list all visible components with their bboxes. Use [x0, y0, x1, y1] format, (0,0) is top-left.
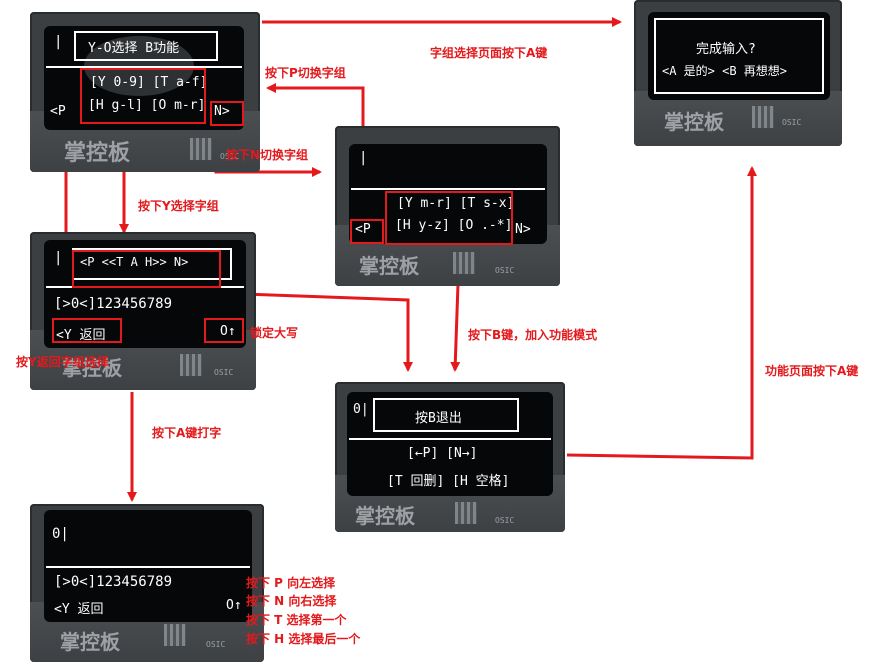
- next-indicator: N>: [515, 222, 531, 237]
- title-box: [373, 398, 519, 432]
- board-logo: 掌控板: [64, 141, 131, 166]
- screen-title: <P <<T A H>> N>: [80, 255, 189, 269]
- title-rule: [349, 438, 551, 440]
- qr-code: [455, 502, 477, 524]
- back-option: <Y 返回: [56, 328, 106, 343]
- arrow-char-to-function: [244, 292, 413, 372]
- label-help-t: 按下 T 选择第一个: [246, 613, 347, 627]
- highlight-back: [52, 318, 122, 343]
- back-option: <Y 返回: [54, 602, 104, 617]
- device-confirm: 完成输入? <A 是的> <B 再想想> 掌控板 OSIC: [634, 0, 842, 146]
- char-row: [>0<]123456789: [54, 574, 173, 590]
- pcb-text: OSIC: [214, 368, 234, 377]
- arrow-next-to-function: [450, 283, 461, 372]
- label-press-a-group: 字组选择页面按下A键: [430, 46, 548, 60]
- label-press-b-function: 按下B键，加入功能模式: [468, 328, 598, 342]
- device-group-next: | [Y m-r] [T s-x] [H y-z] [O .-*] <P N> …: [335, 126, 560, 286]
- highlight-title: [72, 250, 221, 288]
- pcb-text: OSIC: [495, 516, 515, 525]
- pcb-text: OSIC: [495, 266, 515, 275]
- qr-code: [453, 252, 475, 274]
- highlight-next: [210, 101, 244, 126]
- screen-typing: 0| [>0<]123456789 <Y 返回 O↑: [44, 510, 252, 622]
- qr-code: [190, 138, 212, 160]
- lock-caps: O↑: [226, 598, 242, 613]
- qr-code: [164, 624, 186, 646]
- char-row: [>0<]123456789: [54, 296, 173, 312]
- title-rule: [46, 566, 250, 568]
- function-row-2: [T 回删] [H 空格]: [387, 474, 510, 489]
- screen-title: Y-O选择 B功能: [88, 41, 180, 56]
- arrow-function-to-confirm: [566, 166, 757, 460]
- label-help-n: 按下 N 向右选择: [246, 594, 337, 608]
- highlight-groups: [80, 68, 206, 124]
- group-row-1: [Y m-r] [T s-x]: [397, 196, 515, 211]
- title-rule: [46, 66, 242, 68]
- highlight-groups: [385, 191, 513, 245]
- device-function: 0| 按B退出 [←P] [N→] [T 回删] [H 空格] 掌控板 OSIC: [335, 382, 565, 532]
- screen-char-select: | <P <<T A H>> N> [>0<]123456789 <Y 返回 O…: [44, 240, 246, 348]
- device-char-select: | <P <<T A H>> N> [>0<]123456789 <Y 返回 O…: [30, 232, 256, 390]
- typed-text: 0|: [52, 526, 69, 542]
- screen-confirm: 完成输入? <A 是的> <B 再想想>: [648, 12, 830, 100]
- pcb-text: OSIC: [220, 152, 240, 161]
- board-logo: 掌控板: [62, 356, 122, 380]
- highlight-prev: [350, 219, 384, 244]
- label-help-h: 按下 H 选择最后一个: [246, 632, 361, 646]
- label-press-a-type: 按下A键打字: [152, 426, 222, 440]
- cursor: |: [54, 34, 63, 50]
- cursor: |: [54, 250, 63, 266]
- label-lock-caps: 锁定大写: [250, 326, 299, 340]
- group-row-2: [H y-z] [O .-*]: [395, 218, 513, 233]
- next-indicator: N>: [214, 104, 230, 119]
- board-logo: 掌控板: [60, 630, 120, 654]
- cursor: |: [359, 150, 368, 166]
- input-indicator: 0|: [353, 402, 369, 417]
- board-logo: 掌控板: [664, 110, 724, 134]
- confirm-question: 完成输入?: [696, 42, 756, 57]
- qr-code: [752, 106, 774, 128]
- label-y-back: 按Y返回字组选择: [16, 355, 109, 369]
- label-help-p: 按下 P 向左选择: [246, 576, 336, 590]
- pcb-text: OSIC: [206, 640, 226, 649]
- label-press-y-select: 按下Y选择字组: [138, 199, 219, 213]
- prev-indicator: <P: [50, 104, 66, 119]
- highlight-lock: [204, 318, 244, 343]
- screen-title: 按B退出: [415, 411, 462, 426]
- pcb-text: OSIC: [782, 118, 802, 127]
- label-press-n: 按下N切换字组: [226, 148, 309, 162]
- label-function-press-a: 功能页面按下A键: [765, 364, 859, 378]
- lock-caps: O↑: [220, 324, 236, 339]
- group-row-2: [H g-l] [O m-r]: [88, 98, 206, 113]
- title-box: [74, 31, 218, 61]
- qr-code: [180, 354, 202, 376]
- title-rule: [351, 188, 545, 190]
- label-press-p: 按下P切换字组: [265, 66, 346, 80]
- screen-group-select: | Y-O选择 B功能 [Y 0-9] [T a-f] [H g-l] [O m…: [44, 26, 244, 130]
- prev-indicator: <P: [355, 222, 371, 237]
- board-logo: 掌控板: [355, 504, 415, 528]
- confirm-box: [654, 18, 824, 94]
- group-row-1: [Y 0-9] [T a-f]: [90, 75, 208, 90]
- device-typing: 0| [>0<]123456789 <Y 返回 O↑ 掌控板 OSIC: [30, 504, 264, 662]
- board-logo: 掌控板: [359, 254, 419, 278]
- function-row-1: [←P] [N→]: [407, 446, 478, 461]
- confirm-options: <A 是的> <B 再想想>: [662, 64, 788, 78]
- device-group-select: | Y-O选择 B功能 [Y 0-9] [T a-f] [H g-l] [O m…: [30, 12, 260, 172]
- screen-function: 0| 按B退出 [←P] [N→] [T 回删] [H 空格]: [347, 392, 553, 496]
